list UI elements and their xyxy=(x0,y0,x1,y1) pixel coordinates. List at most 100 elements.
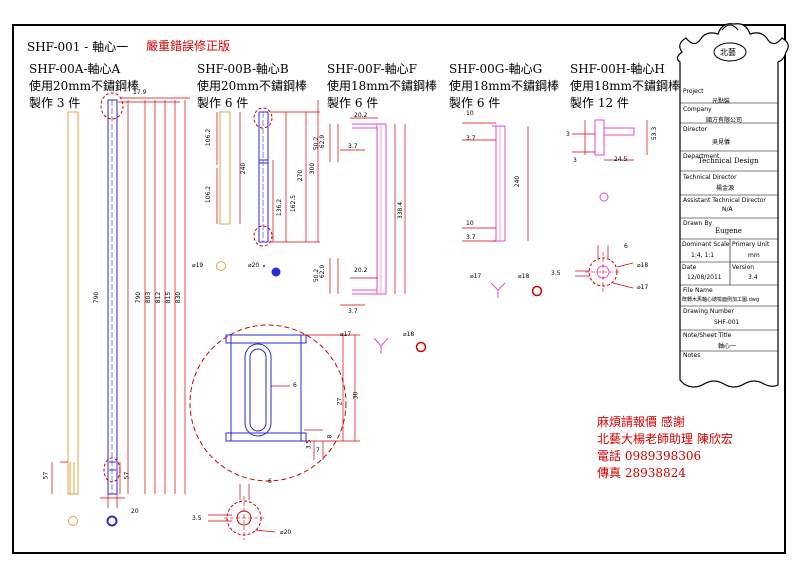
tb-value: 3.4 xyxy=(748,274,758,281)
dim-label: 20 xyxy=(131,508,139,515)
dim-label: 20.2 xyxy=(354,267,368,274)
dim-label: 240 xyxy=(240,162,248,175)
tb-value: 吳見儀 xyxy=(712,139,731,146)
tb-value: 楊金源 xyxy=(716,185,735,192)
tb-label: Date xyxy=(682,264,697,271)
dim-label: 10 xyxy=(466,220,474,227)
part-b-drawing xyxy=(216,100,320,277)
part-quantity: 製作 3 件 xyxy=(29,96,81,110)
dim-label: 812 xyxy=(155,291,163,304)
part-quantity: 製作 6 件 xyxy=(197,96,249,110)
tb-label: Version xyxy=(732,264,755,271)
dim-label: 57 xyxy=(123,471,131,480)
dim-label: 3 xyxy=(566,131,570,138)
dim-label: 8 xyxy=(326,434,334,439)
tb-value: 軸心一 xyxy=(718,343,737,350)
part-material: 使用20mm不鏽鋼棒 xyxy=(29,79,140,93)
tb-value: Eugene xyxy=(715,227,742,235)
dim-label: 162.5 xyxy=(290,194,298,213)
dim-label: ⌀19 xyxy=(192,262,204,269)
tb-label: Director xyxy=(683,126,708,133)
dim-label: 3.5 xyxy=(551,270,561,277)
dim-label: 3.5 xyxy=(305,439,313,450)
dim-label: 6 xyxy=(624,243,628,250)
title-block-frame xyxy=(676,23,789,388)
dim-label: 270 xyxy=(297,169,305,182)
contact-line: 傳真 28938824 xyxy=(597,466,686,480)
bottom-section-drawing xyxy=(208,484,276,540)
dim-label: 790 xyxy=(135,291,143,304)
part-a-drawing xyxy=(51,92,190,527)
tb-label: Notes xyxy=(683,352,701,359)
dim-label: ⌀20 xyxy=(280,529,292,536)
dim-label: 790 xyxy=(93,291,101,304)
contact-line: 麻煩請報價 感謝 xyxy=(597,415,685,429)
part-material: 使用18mm不鏽鋼棒 xyxy=(449,79,560,93)
part-code: SHF-00F-軸心F xyxy=(327,62,417,76)
tb-label: File Name xyxy=(683,287,713,294)
tb-label: Note/Sheet Title xyxy=(683,332,732,339)
dim-label: 300 xyxy=(309,162,317,175)
dim-label: 6 xyxy=(268,478,272,485)
part-quantity: 製作 6 件 xyxy=(327,96,379,110)
dim-label: 20.2 xyxy=(354,112,368,119)
title-block-logo: 北藝 xyxy=(720,48,736,57)
tb-label: Drawing Number xyxy=(683,308,734,315)
dim-label: 830 xyxy=(175,291,183,304)
dim-label: ⌀20 xyxy=(248,262,260,269)
tb-value: Technical Design xyxy=(698,157,759,165)
tb-value: 光點裝 xyxy=(712,98,731,105)
drawing-border xyxy=(12,24,786,554)
dim-label: 24.5 xyxy=(614,156,628,163)
dim-label: 10 xyxy=(466,110,474,117)
dim-label: ⌀17 xyxy=(470,273,482,280)
dim-label: 3.7 xyxy=(348,143,358,150)
dim-label: 3 xyxy=(573,157,577,164)
dim-label: 62.9 xyxy=(319,134,327,149)
dim-label: 30 xyxy=(352,391,360,400)
dim-label: 7 xyxy=(316,447,320,454)
dim-label: 50.2 xyxy=(313,136,321,151)
dim-label: 3.7 xyxy=(466,135,476,142)
dim-label: 3.7 xyxy=(466,234,476,241)
tb-value: 12/08/2011 xyxy=(687,274,722,281)
dim-label: ⌀17 xyxy=(637,284,649,291)
part-h-drawing xyxy=(572,119,648,292)
dim-label: 53.3 xyxy=(651,126,659,141)
dim-label: ⌀18 xyxy=(637,262,649,269)
tb-label: Dominant Scale xyxy=(682,241,730,248)
dim-label: 17.9 xyxy=(133,89,147,96)
part-code: SHF-00H-軸心H xyxy=(570,62,665,76)
part-code: SHF-00B-軸心B xyxy=(197,62,289,76)
dim-label: 240 xyxy=(514,175,522,188)
dim-label: 3.5 xyxy=(192,515,202,522)
part-quantity: 製作 12 件 xyxy=(570,96,629,110)
drawing-title: SHF-001 - 軸心一 xyxy=(27,40,129,54)
dim-label: 3.7 xyxy=(348,308,358,315)
zoom-detail-drawing xyxy=(189,324,360,482)
part-material: 使用18mm不鏽鋼棒 xyxy=(327,79,438,93)
dim-label: ⌀18 xyxy=(403,331,415,338)
dim-label: 62.9 xyxy=(319,264,327,279)
tb-label: Assistant Technical Director xyxy=(683,197,766,204)
tb-value: SHF-001 xyxy=(714,319,740,326)
dim-label: ⌀17 xyxy=(340,331,352,338)
tb-label: Drawn By xyxy=(683,220,713,227)
tb-label: Project xyxy=(683,88,704,95)
part-material: 使用20mm不鏽鋼棒 xyxy=(197,79,308,93)
dim-label: 6 xyxy=(293,382,297,389)
tb-value: 既轉木馬軸心總檢面例加工圖.dwg xyxy=(682,297,760,303)
part-quantity: 製作 6 件 xyxy=(449,96,501,110)
dim-label: 815 xyxy=(165,291,173,304)
dim-label: 106.2 xyxy=(205,128,213,147)
part-code: SHF-00A-軸心A xyxy=(29,62,121,76)
tb-value: mm xyxy=(748,252,760,259)
dim-label: 106.2 xyxy=(205,185,213,204)
tb-value: 1:4, 1:1 xyxy=(691,252,715,259)
part-code: SHF-00G-軸心G xyxy=(449,62,543,76)
contact-line: 北藝大楊老師助理 陳欣宏 xyxy=(597,432,733,446)
tb-value: N/A xyxy=(722,206,733,213)
dim-label: 338.4 xyxy=(397,201,405,220)
dim-label: 803 xyxy=(145,291,153,304)
